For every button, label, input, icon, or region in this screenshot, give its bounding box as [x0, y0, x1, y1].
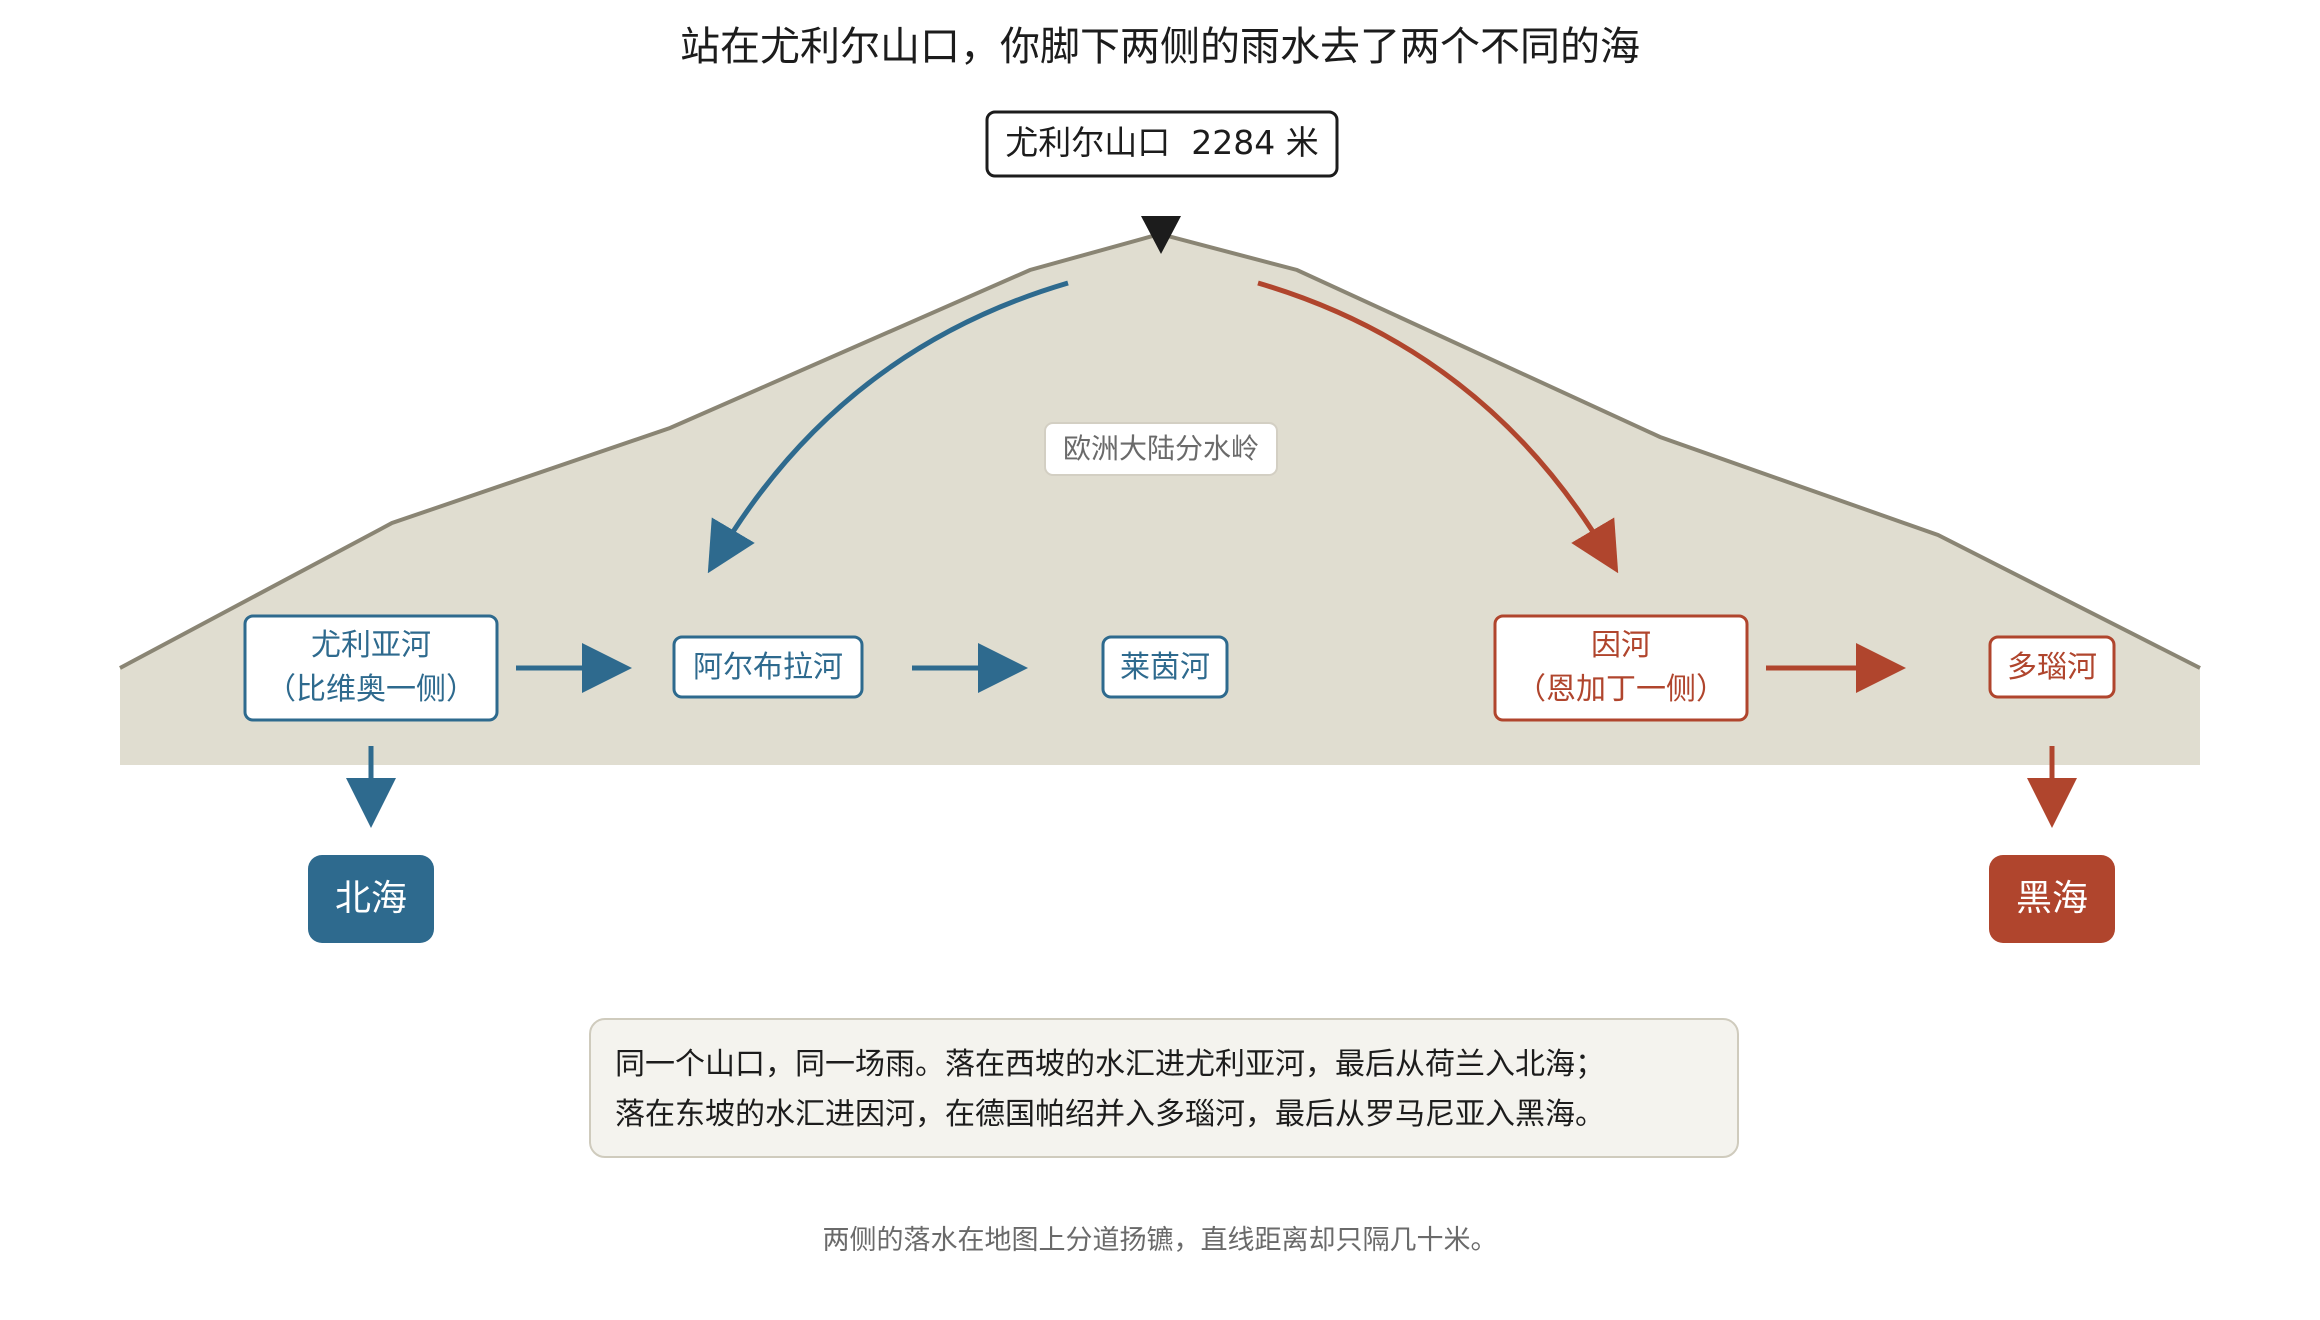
node-julia-river-name: 尤利亚河 — [311, 628, 431, 663]
divide-label-text: 欧洲大陆分水岭 — [1063, 432, 1259, 465]
summary-line-1: 同一个山口，同一场雨。落在西坡的水汇进尤利亚河，最后从荷兰入北海； — [615, 1047, 1605, 1082]
east-flow-arrow — [1257, 280, 1619, 574]
node-julia-river-side: （比维奥一侧） — [266, 672, 476, 707]
sea-north-label: 北海 — [335, 878, 407, 919]
summary-box: 同一个山口，同一场雨。落在西坡的水汇进尤利亚河，最后从荷兰入北海； 落在东坡的水… — [589, 1018, 1739, 1158]
node-rhine-river: 莱茵河 — [1101, 635, 1229, 699]
node-rhine-river-name: 莱茵河 — [1120, 650, 1210, 685]
node-inn-river-side: （恩加丁一侧） — [1516, 672, 1726, 707]
sea-north: 北海 — [308, 855, 434, 943]
node-inn-river-name: 因河 — [1591, 628, 1651, 663]
footnote: 两侧的落水在地图上分道扬镳，直线距离却只隔几十米。 — [822, 1225, 1498, 1256]
summit-marker-icon — [1141, 216, 1181, 254]
node-albula-river-name: 阿尔布拉河 — [693, 650, 843, 685]
sea-black: 黑海 — [1989, 855, 2115, 943]
west-flow-arrow — [707, 280, 1069, 574]
pass-label-text: 尤利尔山口 2284 米 — [1005, 123, 1318, 162]
divide-label: 欧洲大陆分水岭 — [1044, 422, 1278, 476]
node-inn-river: 因河 （恩加丁一侧） — [1493, 614, 1749, 722]
pass-label: 尤利尔山口 2284 米 — [985, 110, 1339, 178]
node-julia-river: 尤利亚河 （比维奥一侧） — [243, 614, 499, 722]
page-title: 站在尤利尔山口，你脚下两侧的雨水去了两个不同的海 — [680, 24, 1640, 70]
node-danube-river: 多瑙河 — [1988, 635, 2116, 699]
node-danube-river-name: 多瑙河 — [2007, 650, 2097, 685]
node-albula-river: 阿尔布拉河 — [672, 635, 864, 699]
sea-black-label: 黑海 — [2016, 878, 2088, 919]
summary-line-2: 落在东坡的水汇进因河，在德国帕绍并入多瑙河，最后从罗马尼亚入黑海。 — [615, 1097, 1605, 1132]
